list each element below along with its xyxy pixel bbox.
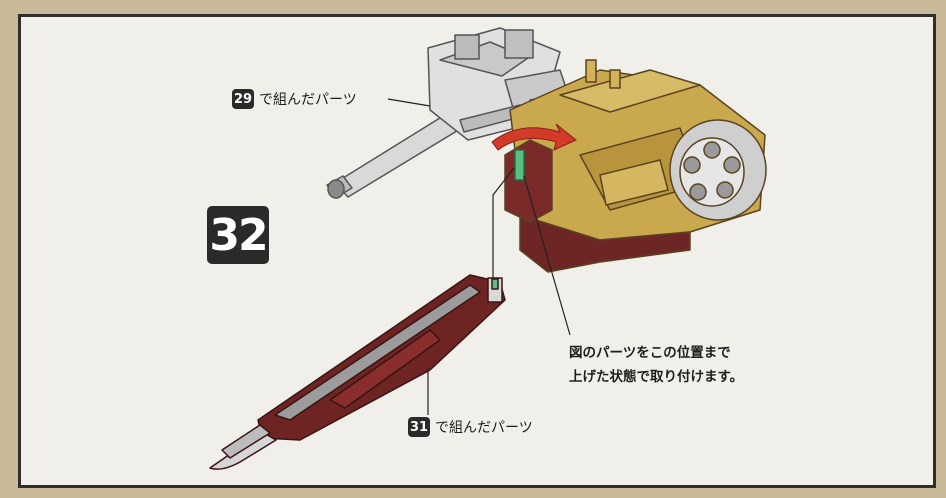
instruction-note-line2: 上げた状態で取り付けます。 bbox=[569, 369, 744, 385]
rotation-arrow bbox=[491, 123, 577, 151]
step-number-badge: 32 bbox=[207, 206, 269, 264]
maroon-blade-part bbox=[209, 274, 506, 470]
callout-top: 29 で組んだパーツ bbox=[232, 89, 357, 109]
instruction-note: 図のパーツをこの位置まで 上げた状態で取り付けます。 bbox=[569, 341, 743, 389]
instruction-note-line1: 図のパーツをこの位置まで bbox=[569, 345, 731, 361]
callout-bottom: 31 で組んだパーツ bbox=[408, 417, 533, 437]
callout-top-ref: 29 bbox=[232, 89, 254, 109]
callout-top-label: で組んだパーツ bbox=[259, 92, 357, 108]
leader-lines bbox=[387, 98, 571, 415]
callout-bottom-label: で組んだパーツ bbox=[435, 420, 533, 436]
gold-body-part bbox=[504, 59, 767, 273]
callout-bottom-ref: 31 bbox=[408, 417, 430, 437]
